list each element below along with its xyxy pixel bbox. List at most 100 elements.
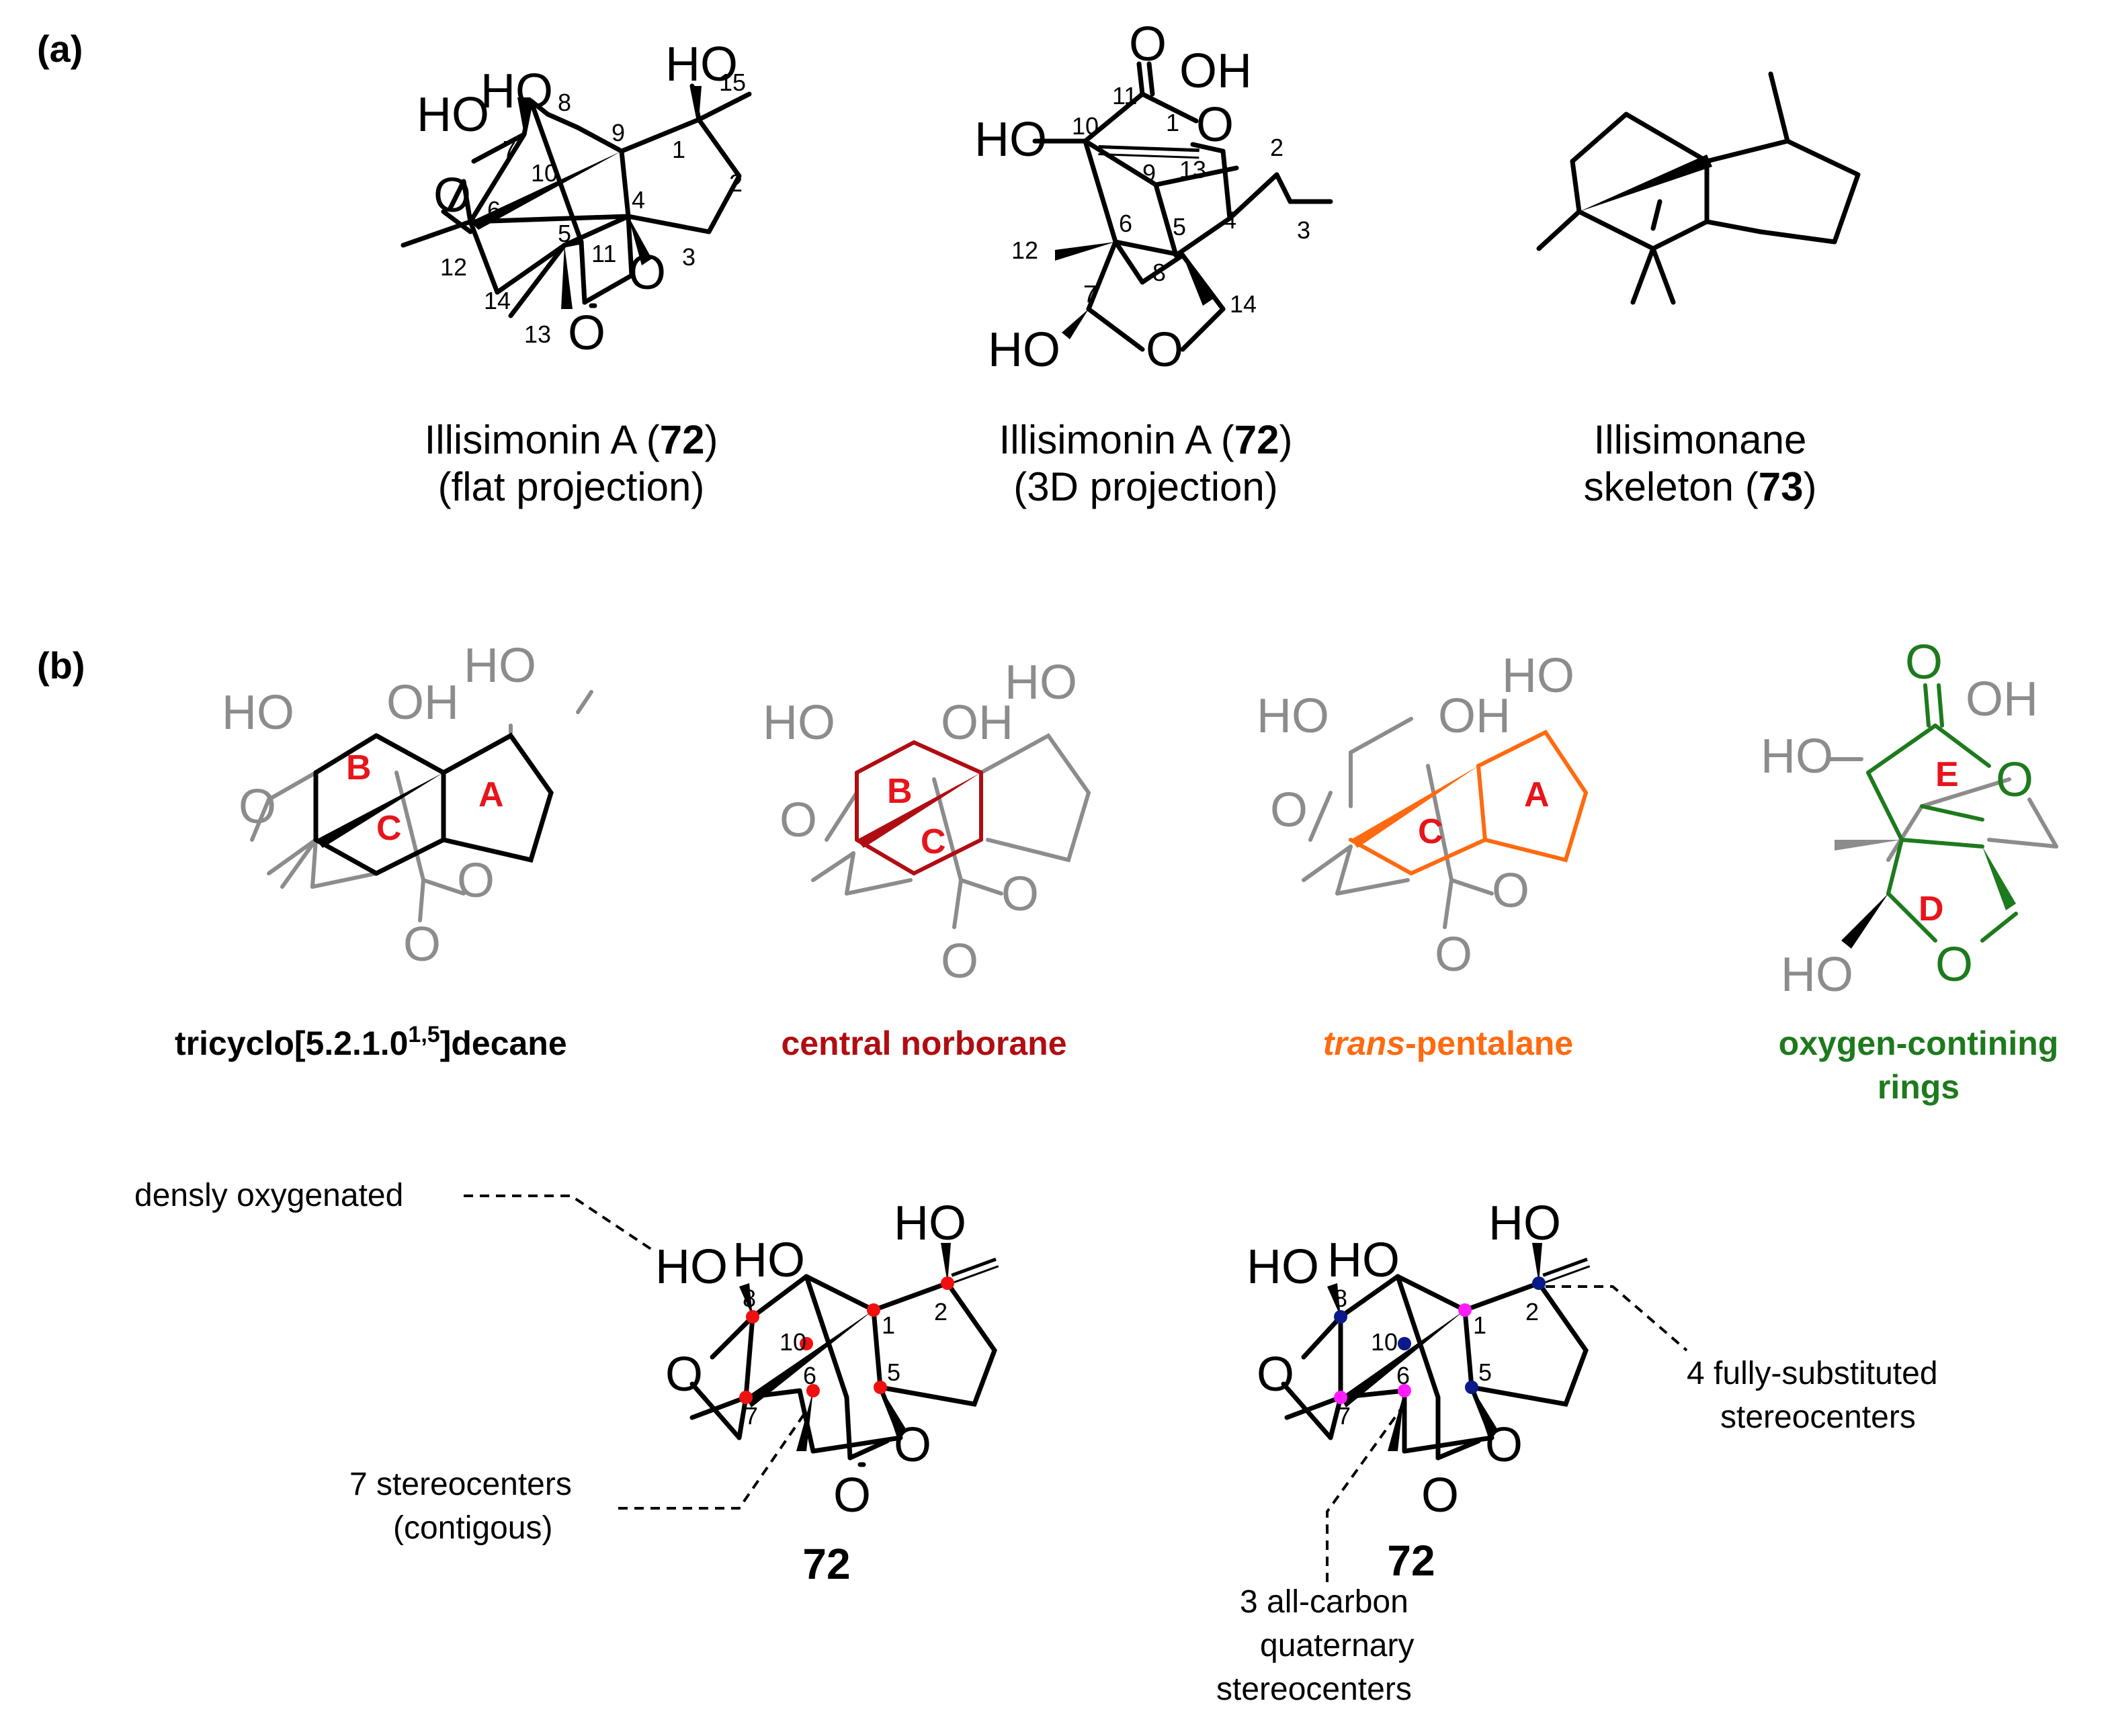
svg-text:14: 14	[1230, 290, 1257, 318]
svg-text:6: 6	[487, 196, 501, 224]
wedge-bond	[470, 151, 622, 230]
svg-text:Illisimonane: Illisimonane	[1594, 417, 1807, 462]
motif-norborane: HO OH HO O O O B C central norborane	[763, 656, 1091, 1062]
svg-text:O: O	[628, 246, 666, 300]
svg-text:O: O	[239, 780, 276, 834]
svg-text:5: 5	[887, 1358, 900, 1386]
3d-locants: 1 2 3 4 5 6 7 8 9 10 11 12 13 14	[1011, 82, 1310, 318]
svg-text:9: 9	[612, 119, 625, 146]
svg-text:HO: HO	[1781, 948, 1853, 1002]
svg-text:1: 1	[1473, 1311, 1486, 1339]
svg-text:B: B	[346, 748, 372, 787]
svg-text:14: 14	[484, 287, 511, 314]
svg-text:OH: OH	[1438, 689, 1511, 743]
svg-text:O: O	[1996, 753, 2033, 807]
svg-text:central norborane: central norborane	[781, 1025, 1066, 1062]
svg-text:6: 6	[1119, 210, 1132, 237]
svg-text:HO: HO	[1761, 730, 1833, 783]
svg-text:HO: HO	[1327, 1233, 1400, 1287]
wedge-bond	[1062, 309, 1089, 339]
svg-text:4 fully-substituted: 4 fully-substituted	[1687, 1356, 1938, 1391]
svg-text:rings: rings	[1878, 1068, 1960, 1106]
structure-3d-projection	[1032, 61, 1333, 352]
svg-text:O: O	[1129, 17, 1167, 71]
svg-text:E: E	[1935, 755, 1959, 794]
svg-text:7: 7	[1337, 1402, 1351, 1430]
svg-text:15: 15	[719, 69, 746, 96]
svg-text:4: 4	[1223, 206, 1236, 234]
wedge-bond	[517, 97, 531, 134]
svg-text:8: 8	[558, 89, 571, 116]
svg-text:8: 8	[1334, 1285, 1347, 1312]
svg-text:HO: HO	[417, 88, 489, 142]
svg-text:quaternary: quaternary	[1260, 1628, 1414, 1663]
svg-text:HO: HO	[655, 1240, 728, 1294]
svg-text:C: C	[376, 809, 402, 848]
structure-flat-projection	[401, 83, 752, 318]
svg-text:HO: HO	[1247, 1240, 1319, 1294]
svg-text:O: O	[833, 1469, 871, 1522]
wedge-bond	[692, 86, 702, 120]
svg-text:O: O	[780, 793, 817, 847]
svg-text:HO: HO	[763, 696, 835, 750]
svg-text:2: 2	[729, 169, 743, 197]
svg-text:2: 2	[1270, 134, 1283, 161]
3d-atom-labels: O OH O HO HO O	[974, 17, 1252, 377]
flat-locants: 1 2 3 4 5 6 7 8 9 10 11 12 13 14 15	[440, 69, 746, 348]
svg-text:12: 12	[1011, 236, 1038, 264]
structure-bottom-left: HO HO HO O O O 1 2 5 6 7 8 10 72	[655, 1197, 999, 1588]
svg-text:72: 72	[1387, 1536, 1435, 1585]
svg-text:tricyclo[5.2.1.01,5]decane: tricyclo[5.2.1.01,5]decane	[175, 1022, 567, 1062]
svg-text:O: O	[1905, 636, 1943, 689]
annotation-densly: densly oxygenated	[134, 1178, 653, 1251]
svg-text:O: O	[665, 1348, 703, 1401]
svg-text:A: A	[1524, 775, 1550, 814]
wedge-bond	[1183, 255, 1213, 306]
svg-text:5: 5	[1478, 1358, 1492, 1386]
svg-text:8: 8	[743, 1285, 756, 1312]
svg-text:O: O	[1435, 928, 1472, 982]
svg-text:B: B	[887, 772, 913, 811]
svg-text:7: 7	[745, 1402, 758, 1430]
svg-text:13: 13	[1179, 156, 1206, 183]
svg-text:O: O	[1257, 1348, 1294, 1401]
svg-text:1: 1	[672, 136, 685, 163]
svg-text:O: O	[1935, 938, 1973, 992]
svg-text:O: O	[1421, 1469, 1459, 1522]
panel-label-b: (b)	[37, 644, 85, 687]
svg-text:7: 7	[503, 136, 516, 163]
svg-text:HO: HO	[1488, 1197, 1561, 1250]
hashed-bond	[1098, 142, 1199, 159]
svg-text:11: 11	[1112, 82, 1137, 110]
svg-text:HO: HO	[665, 38, 738, 91]
caption-skeleton: Illisimonane skeleton (73)	[1584, 417, 1817, 509]
svg-text:(flat projection): (flat projection)	[438, 464, 705, 509]
svg-text:1: 1	[882, 1311, 895, 1339]
motif-pentalane: HO OH HO O O O A C trans-pentalane	[1257, 649, 1589, 1062]
svg-text:4: 4	[632, 186, 645, 214]
svg-text:O: O	[457, 854, 495, 908]
svg-text:12: 12	[440, 253, 467, 281]
svg-text:3 all-carbon: 3 all-carbon	[1240, 1584, 1408, 1620]
wedge-bond	[1055, 242, 1115, 261]
svg-text:oxygen-contining: oxygen-contining	[1779, 1025, 2059, 1062]
svg-text:72: 72	[802, 1540, 850, 1588]
wedge-bond	[561, 245, 573, 309]
svg-text:8: 8	[1152, 259, 1166, 286]
flat-atom-labels: HO HO HO O O O	[417, 38, 738, 360]
annotation-three: 3 all-carbon quaternary stereocenters	[1216, 1403, 1414, 1707]
svg-text:C: C	[1418, 812, 1443, 851]
svg-text:skeleton (73): skeleton (73)	[1584, 464, 1817, 509]
svg-text:O: O	[941, 935, 978, 988]
svg-text:10: 10	[1371, 1328, 1398, 1356]
svg-text:O: O	[1196, 98, 1234, 152]
svg-text:10: 10	[1072, 112, 1099, 140]
svg-text:3: 3	[682, 243, 696, 271]
svg-text:HO: HO	[464, 639, 536, 693]
svg-text:D: D	[1919, 889, 1944, 928]
svg-text:HO: HO	[1502, 649, 1574, 703]
svg-text:2: 2	[1525, 1298, 1539, 1326]
structure-bottom-right: HO HO HO O O O 1 2 5 6 7 8 10 72	[1247, 1197, 1591, 1585]
svg-text:O: O	[1485, 1418, 1523, 1472]
motif-oxygen: O OH HO O HO O E D oxygen-contining ring…	[1761, 636, 2058, 1106]
